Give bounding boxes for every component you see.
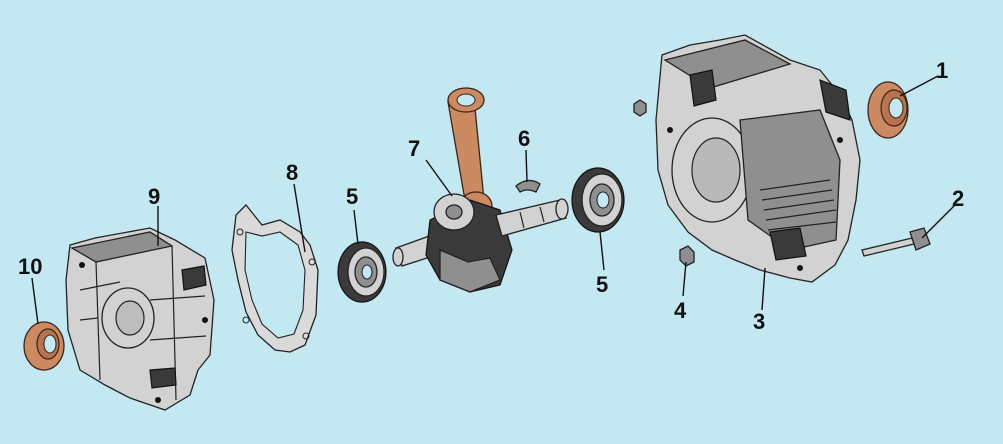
part-7-crankshaft [392,87,569,293]
callout-8: 8 [286,160,298,185]
leader-5b [599,231,605,271]
callout-5-right: 5 [596,272,608,297]
part-6-woodruff-key [515,179,541,193]
part-10-oil-seal [23,321,65,371]
part-8-gasket [231,204,319,353]
part-5-left-bearing [337,241,387,303]
callout-10: 10 [18,254,42,279]
leader-8 [293,183,306,253]
callout-2: 2 [952,186,964,211]
callout-5-left: 5 [346,184,358,209]
leader-7 [425,159,453,197]
callout-1: 1 [936,58,948,83]
part-9-left-crankcase [65,227,215,411]
callout-4: 4 [674,298,687,323]
part-3-right-crankcase [655,34,861,283]
leader-5a [353,209,359,245]
small-nut-top [633,99,647,117]
part-2-bolt [861,227,931,257]
callout-9: 9 [148,184,160,209]
part-1-oil-seal [867,81,909,139]
leader-2 [921,203,957,239]
leader-3 [761,267,766,311]
callout-6: 6 [518,126,530,151]
leader-10 [31,277,39,325]
part-5-right-bearing [571,167,625,233]
callout-7: 7 [408,136,420,161]
leader-4 [682,261,687,297]
leader-6 [525,149,528,183]
leader-1 [899,75,939,97]
part-4-dowel-pin [679,245,695,267]
callout-3: 3 [753,309,765,334]
